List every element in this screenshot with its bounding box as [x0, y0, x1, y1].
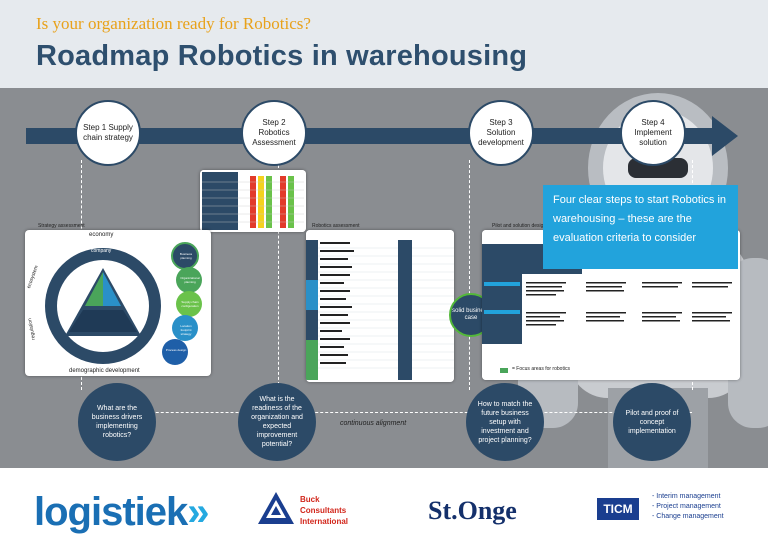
- question-4-text: Pilot and proof of concept implementatio…: [625, 409, 679, 435]
- footer: [0, 468, 768, 542]
- solid-business-case-text: solid business case: [452, 308, 490, 321]
- question-3-text: How to match the future business setup w…: [477, 400, 533, 444]
- step3-guide-line: [469, 160, 470, 390]
- ticm-service-1: - Interim management: [652, 493, 721, 500]
- strategy-diagram: [45, 242, 202, 365]
- stonge-logo: St.Onge: [428, 496, 517, 525]
- logistiek-chevron: »: [187, 490, 209, 534]
- step-3-label: Step 3 Solution development: [478, 118, 524, 147]
- question-3-bubble: How to match the future business setup w…: [466, 383, 544, 461]
- step-1-circle: Step 1 Supply chain strategy: [75, 100, 141, 166]
- focus-legend: = Focus areas for robotics: [512, 366, 570, 372]
- step-4-label: Step 4 Implement solution: [634, 118, 672, 147]
- continuous-alignment-label: continuous alignment: [340, 420, 407, 427]
- step2-guide-line: [278, 160, 279, 390]
- bubble-process-design: Process design: [165, 348, 187, 352]
- alignment-line: [81, 412, 692, 413]
- question-1-bubble: What are the business drivers implementi…: [78, 383, 156, 461]
- question-4-bubble: Pilot and proof of concept implementatio…: [613, 383, 691, 461]
- bci-line-1: Buck: [300, 495, 320, 504]
- assessment-grid: [200, 170, 306, 232]
- question-2-text: What is the readiness of the organizatio…: [251, 396, 303, 448]
- logistiek-text: logistiek: [34, 490, 188, 534]
- pilot-panel: = Focus areas for robotics: [482, 230, 740, 380]
- step-1-label: Step 1 Supply chain strategy: [83, 123, 133, 142]
- robotics-table: [306, 230, 454, 382]
- pilot-panel-label: Pilot and solution design: [492, 223, 547, 229]
- ticm-logo: TICM: [597, 498, 639, 520]
- assessment-thumbnail: [200, 170, 306, 232]
- ticm-service-3: - Change management: [652, 513, 724, 520]
- ticm-services: - Interim management - Project managemen…: [652, 492, 724, 522]
- question-2-bubble: What is the readiness of the organizatio…: [238, 383, 316, 461]
- step-2-label: Step 2 Robotics Assessment: [252, 118, 296, 147]
- callout-box: Four clear steps to start Robotics in wa…: [543, 185, 738, 269]
- bubble-organizational-planning: Organizational planning: [180, 276, 200, 284]
- bci-line-2: Consultants: [300, 506, 347, 515]
- bci-logo-icon: [258, 492, 294, 524]
- company-label: company: [91, 248, 112, 254]
- page-title: Roadmap Robotics in warehousing: [36, 40, 528, 72]
- header-band: Is your organization ready for Robotics?…: [0, 0, 768, 88]
- timeline-arrow: [26, 128, 714, 144]
- strategy-panel: economy company ecosystem regulation dem…: [25, 230, 211, 376]
- strategy-panel-label: Strategy assessment: [38, 223, 85, 229]
- economy-label: economy: [89, 232, 114, 238]
- bubble-supply-chain: Supply chain configuration: [181, 300, 199, 308]
- step-2-circle: Step 2 Robotics Assessment: [241, 100, 307, 166]
- bubble-location-footprint: Location footprint strategy: [180, 324, 192, 336]
- step-4-circle: Step 4 Implement solution: [620, 100, 686, 166]
- step-3-circle: Step 3 Solution development: [468, 100, 534, 166]
- bci-line-3: International: [300, 517, 349, 526]
- demographic-label: demographic development: [69, 368, 140, 374]
- bubble-business-planning: Business planning: [179, 252, 193, 260]
- robotics-panel: [306, 230, 454, 382]
- page-subtitle: Is your organization ready for Robotics?: [36, 14, 311, 33]
- robotics-panel-label: Robotics assessment: [312, 223, 360, 229]
- bci-text: Buck Consultants International: [300, 494, 348, 527]
- logistiek-logo: logistiek»: [34, 490, 210, 535]
- timeline-arrow-head: [712, 116, 738, 156]
- ticm-service-2: - Project management: [652, 503, 721, 510]
- question-1-text: What are the business drivers implementi…: [91, 405, 143, 439]
